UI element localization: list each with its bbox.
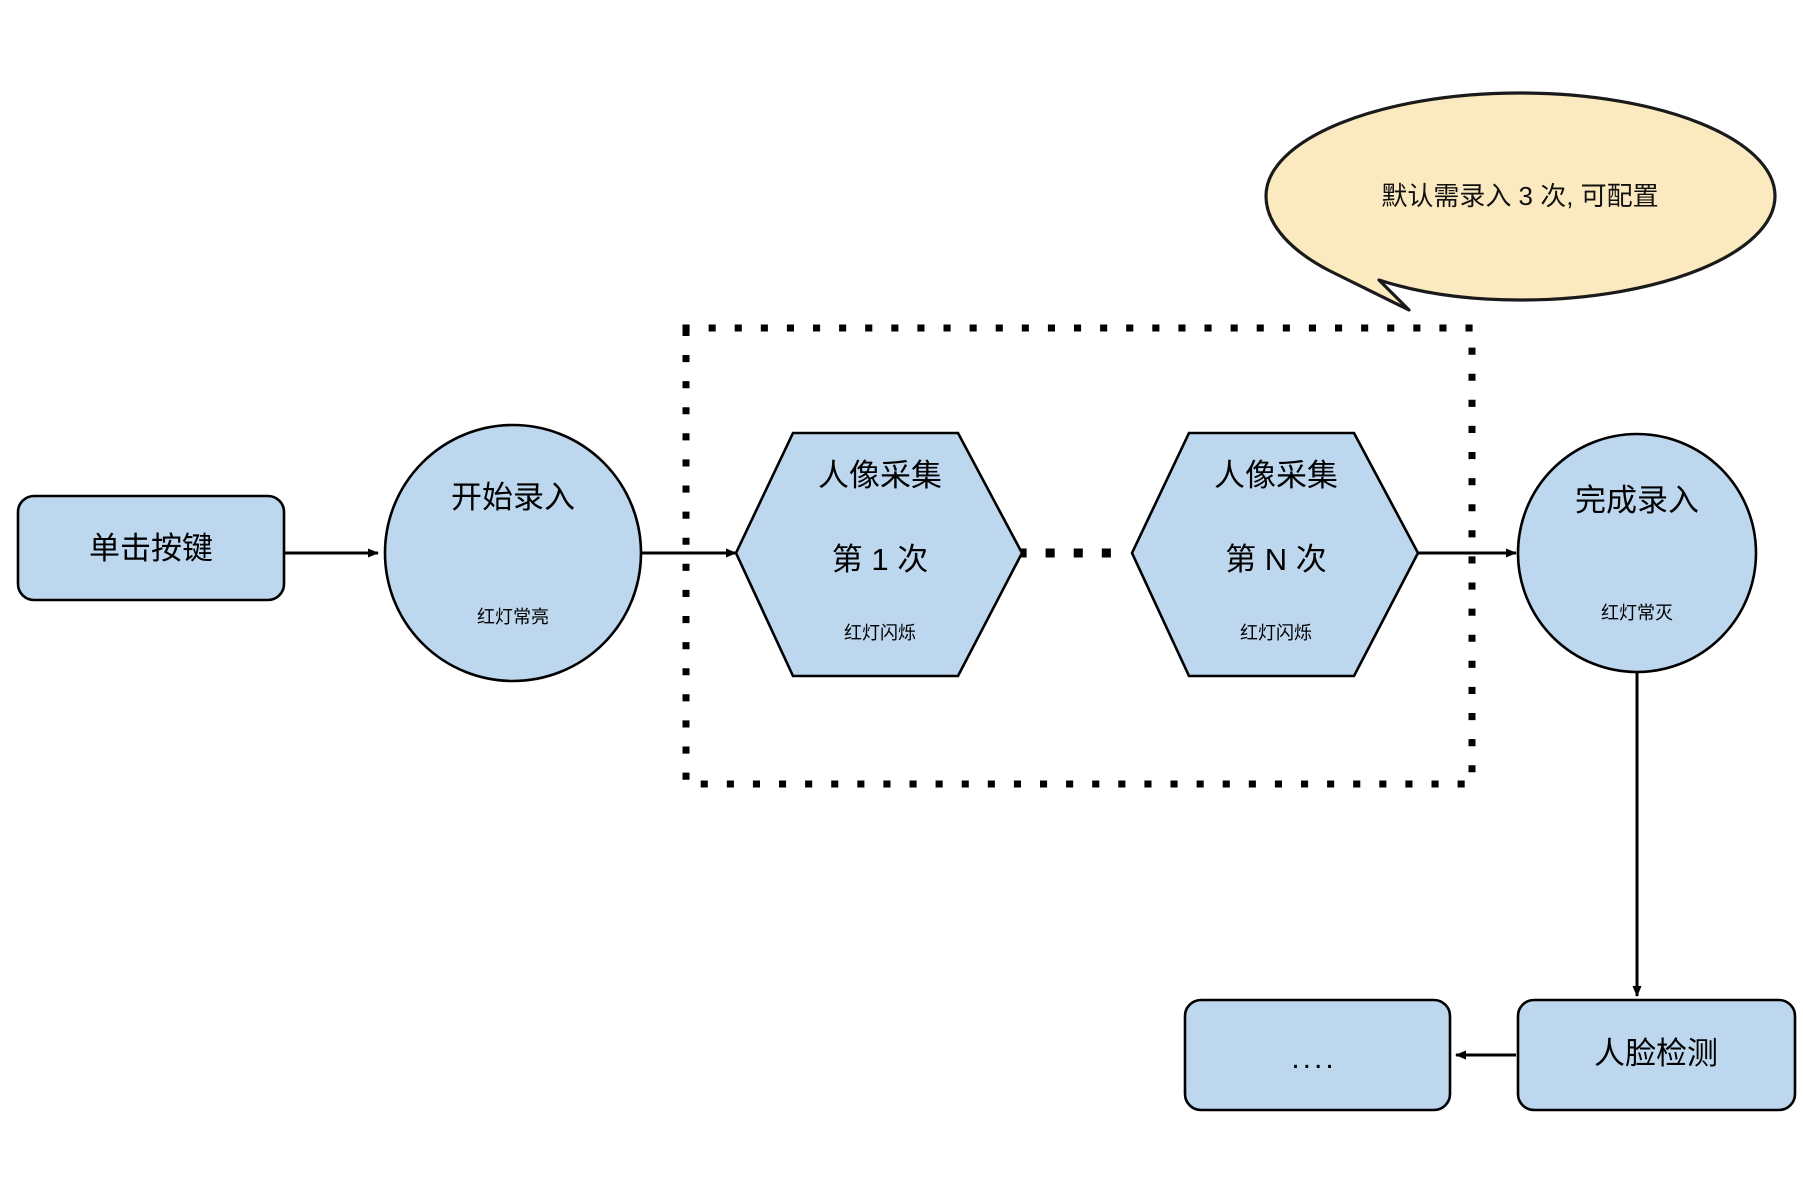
node-face-detect-label: 人脸检测: [1594, 1036, 1718, 1071]
node-finish-enroll-label: 完成录入: [1575, 483, 1699, 518]
node-capture-nth-sublabel: 第 N 次: [1225, 542, 1327, 577]
node-start-enroll-shape: [383, 423, 643, 683]
node-finish-enroll[interactable]: 完成录入 红灯常灭: [1516, 432, 1758, 674]
node-finish-enroll-status: 红灯常灭: [1601, 603, 1673, 623]
node-capture-first-status: 红灯闪烁: [844, 623, 916, 643]
node-capture-first[interactable]: 人像采集 第 1 次 红灯闪烁: [734, 431, 1024, 678]
node-capture-first-label: 人像采集: [818, 458, 942, 493]
node-start-enroll[interactable]: 开始录入 红灯常亮: [383, 423, 643, 683]
node-capture-nth[interactable]: 人像采集 第 N 次 红灯闪烁: [1130, 431, 1420, 678]
node-capture-first-sublabel: 第 1 次: [832, 542, 928, 577]
node-start-enroll-status: 红灯常亮: [477, 607, 549, 627]
node-face-detect[interactable]: 人脸检测: [1516, 998, 1797, 1112]
callout-bubble-shape: [1264, 91, 1777, 312]
node-click-button[interactable]: 单击按键: [16, 494, 286, 602]
node-click-button-shape: [16, 494, 286, 602]
node-click-button-label: 单击按键: [89, 531, 213, 566]
loop-group-boundary: [682, 324, 1476, 788]
node-capture-nth-status: 红灯闪烁: [1240, 623, 1312, 643]
node-more-steps-shape: [1183, 998, 1452, 1112]
node-start-enroll-label: 开始录入: [451, 480, 575, 515]
node-capture-nth-label: 人像采集: [1214, 458, 1338, 493]
node-more-steps-label: ....: [1291, 1042, 1336, 1075]
node-face-detect-shape: [1516, 998, 1797, 1112]
node-more-steps[interactable]: ....: [1183, 998, 1452, 1112]
callout-bubble[interactable]: 默认需录入 3 次, 可配置: [1264, 91, 1777, 312]
node-capture-first-shape: [734, 431, 1024, 678]
node-finish-enroll-shape: [1516, 432, 1758, 674]
node-capture-nth-shape: [1130, 431, 1420, 678]
callout-bubble-text: 默认需录入 3 次, 可配置: [1381, 181, 1658, 211]
